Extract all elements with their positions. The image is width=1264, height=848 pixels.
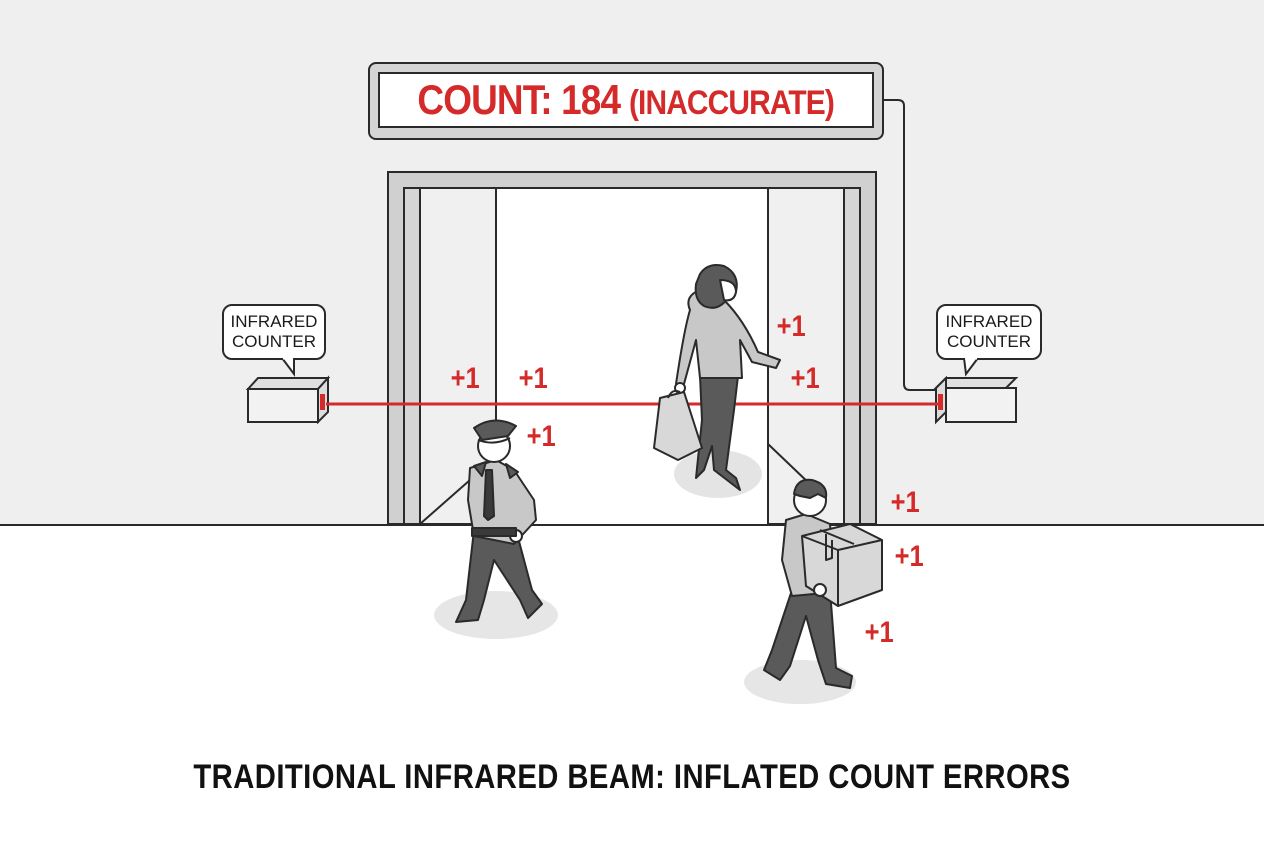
increment-marker: +1 [450, 362, 480, 395]
right-sensor-label: INFRARED COUNTER [936, 304, 1042, 360]
increment-marker: +1 [790, 362, 820, 395]
right-sensor-label-line2: COUNTER [946, 332, 1032, 351]
left-sensor-label-line2: COUNTER [231, 332, 317, 351]
left-sensor-device [245, 375, 331, 425]
count-display: COUNT: 184(INACCURATE) [368, 62, 884, 140]
right-sensor-label-line1: INFRARED [945, 312, 1033, 331]
count-readout: COUNT: 184(INACCURATE) [418, 76, 835, 124]
increment-marker: +1 [526, 420, 556, 453]
doorway [387, 171, 877, 525]
woman-with-shopping-bag [653, 264, 781, 491]
left-sensor-label: INFRARED COUNTER [222, 304, 326, 360]
count-display-screen: COUNT: 184(INACCURATE) [378, 72, 874, 128]
security-guard [455, 419, 543, 623]
right-callout-tail [963, 358, 979, 377]
left-callout-tail [281, 358, 295, 377]
man-carrying-box [763, 478, 883, 689]
sensor-wire [884, 99, 936, 391]
increment-marker: +1 [894, 540, 924, 573]
increment-marker: +1 [890, 486, 920, 519]
right-sensor-device [933, 375, 1019, 425]
floor [0, 526, 1264, 848]
increment-marker: +1 [776, 310, 806, 343]
count-value: COUNT: 184 [417, 76, 622, 123]
accuracy-status: (INACCURATE) [629, 84, 835, 122]
diagram-caption: TRADITIONAL INFRARED BEAM: INFLATED COUN… [193, 758, 1071, 796]
left-sensor-label-line1: INFRARED [230, 312, 318, 331]
increment-marker: +1 [864, 616, 894, 649]
increment-marker: +1 [518, 362, 548, 395]
